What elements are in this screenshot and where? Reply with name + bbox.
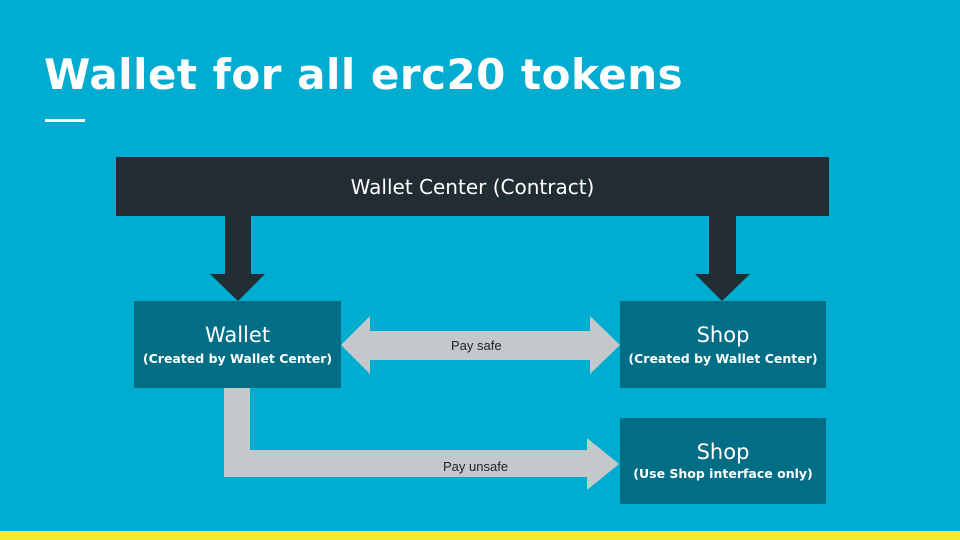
arrow-center-to-wallet <box>210 216 265 301</box>
shop-interface-node-subtitle: (Use Shop interface only) <box>633 466 813 481</box>
wallet-node-subtitle: (Created by Wallet Center) <box>142 351 333 366</box>
wallet-node: Wallet (Created by Wallet Center) <box>134 301 341 388</box>
shop-interface-node: Shop (Use Shop interface only) <box>620 418 826 504</box>
wallet-center-node: Wallet Center (Contract) <box>116 157 829 216</box>
title-underline <box>45 119 85 122</box>
pay-safe-label: Pay safe <box>451 338 502 353</box>
shop-interface-node-title: Shop <box>696 440 750 464</box>
arrow-pay-safe <box>341 316 620 374</box>
wallet-node-title: Wallet <box>204 323 271 347</box>
slide-title: Wallet for all erc20 tokens <box>44 50 684 99</box>
shop-created-node: Shop (Created by Wallet Center) <box>620 301 826 388</box>
pay-unsafe-label: Pay unsafe <box>443 459 509 474</box>
shop-created-node-subtitle: (Created by Wallet Center) <box>628 351 818 366</box>
wallet-center-label: Wallet Center (Contract) <box>350 174 595 199</box>
shop-created-node-title: Shop <box>696 323 750 347</box>
arrow-pay-unsafe <box>224 388 619 490</box>
footer-accent-bar <box>0 531 960 540</box>
arrow-center-to-shop <box>695 216 750 301</box>
